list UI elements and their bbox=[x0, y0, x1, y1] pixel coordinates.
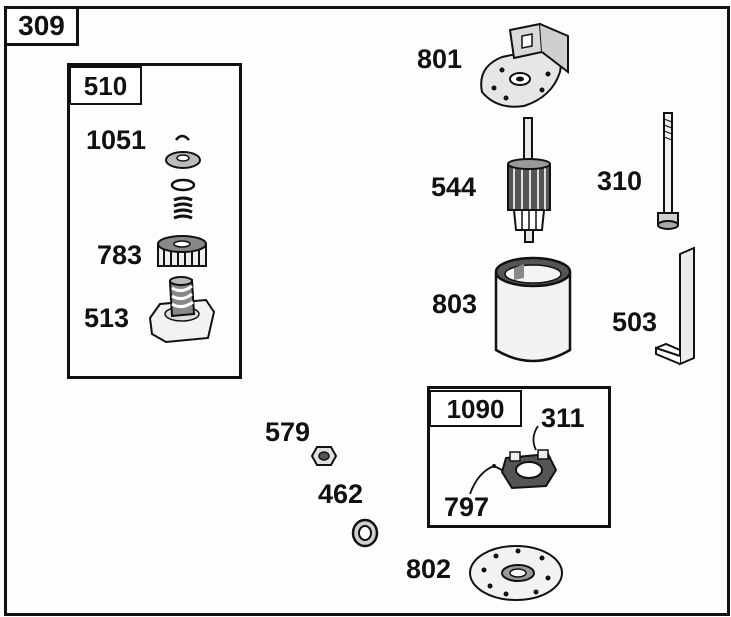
leader-lines bbox=[469, 425, 539, 495]
kit-1090-frame bbox=[427, 386, 611, 528]
part-310-label: 310 bbox=[597, 166, 643, 196]
part-579-label: 579 bbox=[265, 417, 311, 447]
kit-1090-label: 1090 bbox=[429, 390, 522, 427]
part-462-label: 462 bbox=[318, 479, 364, 509]
part-1051-label: 1051 bbox=[86, 125, 147, 155]
kit-309-label: 309 bbox=[4, 6, 79, 46]
nut-579-drawing bbox=[310, 446, 338, 466]
part-503-label: 503 bbox=[612, 307, 658, 337]
brush-assembly-1090-drawing bbox=[492, 449, 558, 490]
washer-462-drawing bbox=[351, 518, 379, 548]
end-plate-802-drawing bbox=[469, 545, 563, 601]
part-544-label: 544 bbox=[431, 172, 477, 202]
gear-783-drawing bbox=[157, 235, 207, 267]
part-803-label: 803 bbox=[432, 289, 478, 319]
drive-513-drawing bbox=[148, 276, 216, 344]
outer-frame bbox=[4, 6, 730, 616]
retainer-1051-drawing bbox=[165, 134, 201, 220]
part-802-label: 802 bbox=[406, 554, 452, 584]
through-bolt-310-drawing bbox=[657, 112, 679, 230]
housing-803-drawing bbox=[494, 256, 572, 363]
part-311-label: 311 bbox=[541, 403, 585, 433]
armature-544-drawing bbox=[507, 117, 551, 243]
part-801-label: 801 bbox=[417, 44, 463, 74]
part-797-label: 797 bbox=[444, 492, 490, 522]
bracket-503-drawing bbox=[655, 246, 695, 366]
part-783-label: 783 bbox=[97, 240, 143, 270]
kit-510-frame bbox=[67, 63, 242, 379]
end-bracket-801-drawing bbox=[480, 22, 569, 108]
part-513-label: 513 bbox=[84, 303, 130, 333]
kit-510-label: 510 bbox=[69, 66, 142, 105]
